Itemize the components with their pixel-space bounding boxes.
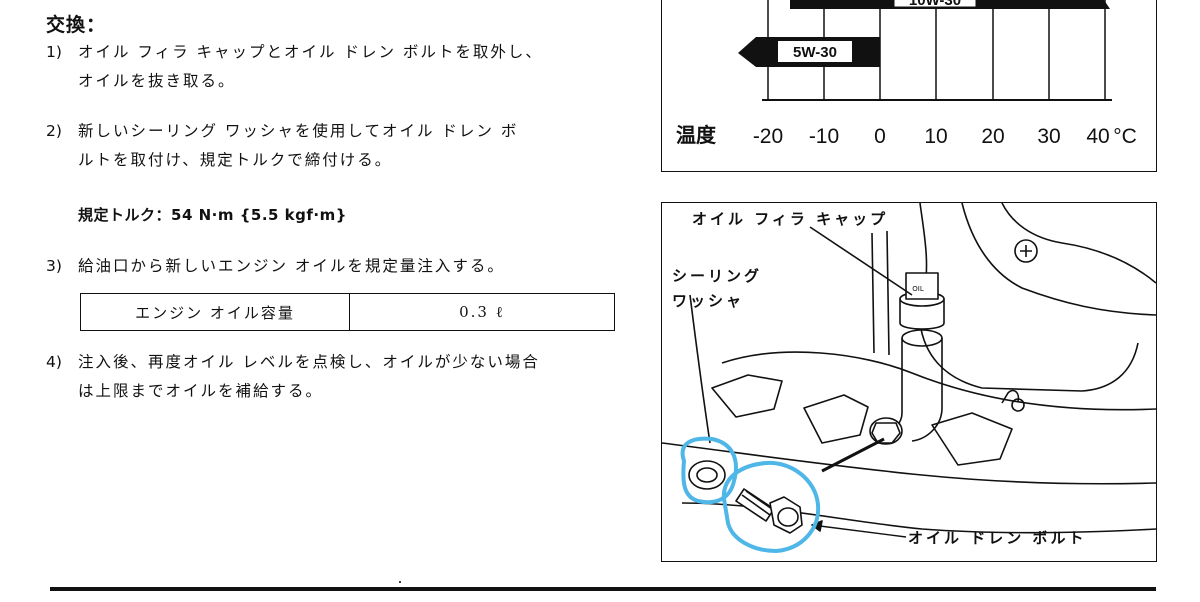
crankcase-contour: [1001, 203, 1156, 284]
tick-label: -20: [753, 125, 783, 148]
tick-label: 30: [1037, 125, 1060, 148]
crankcase-contour: [961, 203, 1156, 316]
drain-bolt-thread-lines: [741, 490, 773, 516]
bottom-rule: [50, 587, 1156, 591]
oil-capacity-table: エンジン オイル容量 0.3 ℓ: [80, 293, 615, 331]
leader-drain-link: [821, 437, 885, 473]
step-2-line-2: ルトを取付け、規定トルクで締付ける。: [78, 151, 393, 169]
torque-spec: 規定トルク：54 N·m {5.5 kgf·m}: [78, 206, 347, 224]
step-1-line-1: オイル フィラ キャップとオイル ドレン ボルトを取外し、: [78, 43, 543, 61]
step-3: 3) 給油口から新しいエンジン オイルを規定量注入する。: [46, 252, 505, 281]
tick-label: 20: [981, 125, 1004, 148]
step-1-line-2: オイルを抜き取る。: [78, 72, 236, 90]
base-contour: [662, 442, 1156, 485]
step-1: 1) オイル フィラ キャップとオイル ドレン ボルトを取外し、 オイルを抜き取る…: [46, 38, 543, 96]
axis-label: 温度: [676, 123, 717, 147]
drain-bolt-face: [777, 507, 799, 527]
band-5w30-label: 5W-30: [793, 44, 837, 61]
capacity-label-cell: エンジン オイル容量: [80, 293, 350, 331]
tick-label: 40: [1086, 125, 1109, 148]
step-2-number: 2): [46, 122, 62, 140]
tick-label: 0: [874, 125, 886, 148]
base-contour: [721, 351, 1156, 411]
drain-boss-hex: [871, 422, 901, 444]
base-plate: [803, 394, 869, 444]
table-row: エンジン オイル容量 0.3 ℓ: [80, 293, 615, 331]
small-bolt: [1011, 398, 1025, 412]
filler-cap: [899, 298, 945, 330]
filler-neck: [911, 338, 943, 442]
step-2-line-1: 新しいシーリング ワッシャを使用してオイル ドレン ボ: [78, 122, 519, 140]
section-title: 交換：: [46, 14, 107, 36]
unit-label: °C: [1113, 125, 1137, 148]
tick-label: 10: [924, 125, 947, 148]
step-3-line-1: 給油口から新しいエンジン オイルを規定量注入する。: [78, 257, 505, 275]
step-2: 2) 新しいシーリング ワッシャを使用してオイル ドレン ボ ルトを取付け、規定ト…: [46, 117, 518, 175]
capacity-value-cell: 0.3 ℓ: [349, 293, 615, 331]
tick-label: -10: [809, 125, 839, 148]
filler-neck-rim: [901, 329, 943, 347]
stray-mark: [399, 581, 401, 583]
band-10w30-tag: [893, 0, 977, 8]
step-3-number: 3): [46, 257, 62, 275]
step-1-number: 1): [46, 43, 62, 61]
screw-slot: [1020, 245, 1032, 257]
sealing-washer-hole: [696, 467, 718, 483]
engine-illustration: OIL オイル フィラ キャップ シーリング ワッシャ オイル ドレン ボルト: [661, 202, 1157, 562]
oil-cap-marking: OIL: [912, 285, 924, 293]
engine-drawing: OIL: [662, 203, 1156, 553]
label-filler-cap: オイル フィラ キャップ: [692, 210, 889, 228]
band-10w30-label: 10W-30: [909, 0, 961, 9]
step-4-line-2: は上限までオイルを補給する。: [78, 382, 324, 400]
base-plate: [931, 412, 1013, 466]
band-5w30-tag: [778, 41, 852, 62]
leader-washer: [689, 294, 711, 444]
bolt-highlight: [721, 460, 821, 553]
label-washer-line-2: ワッシャ: [672, 292, 745, 310]
label-drain-bolt: オイル ドレン ボルト: [908, 529, 1087, 547]
leader-drain-bolt: [811, 524, 907, 538]
sealing-washer: [688, 460, 726, 490]
base-plate: [711, 374, 783, 418]
screw-head: [1014, 239, 1038, 263]
crankcase-outline: [919, 203, 1139, 392]
leader-filler-cap: [809, 226, 913, 296]
crankcase-contour: [871, 230, 890, 356]
label-washer-line-1: シーリング: [672, 267, 763, 285]
step-4-number: 4): [46, 353, 62, 371]
viscosity-chart: 10W-30 5W-30 温度 -20 -10 0 10 20 30 40 °C: [661, 0, 1157, 172]
step-4-line-1: 注入後、再度オイル レベルを点検し、オイルが少ない場合: [78, 353, 540, 371]
washer-highlight: [680, 436, 738, 505]
step-4: 4) 注入後、再度オイル レベルを点検し、オイルが少ない場合 は上限までオイルを補…: [46, 348, 540, 406]
viscosity-chart-svg: 10W-30 5W-30 温度 -20 -10 0 10 20 30 40 °C: [676, 0, 1137, 148]
